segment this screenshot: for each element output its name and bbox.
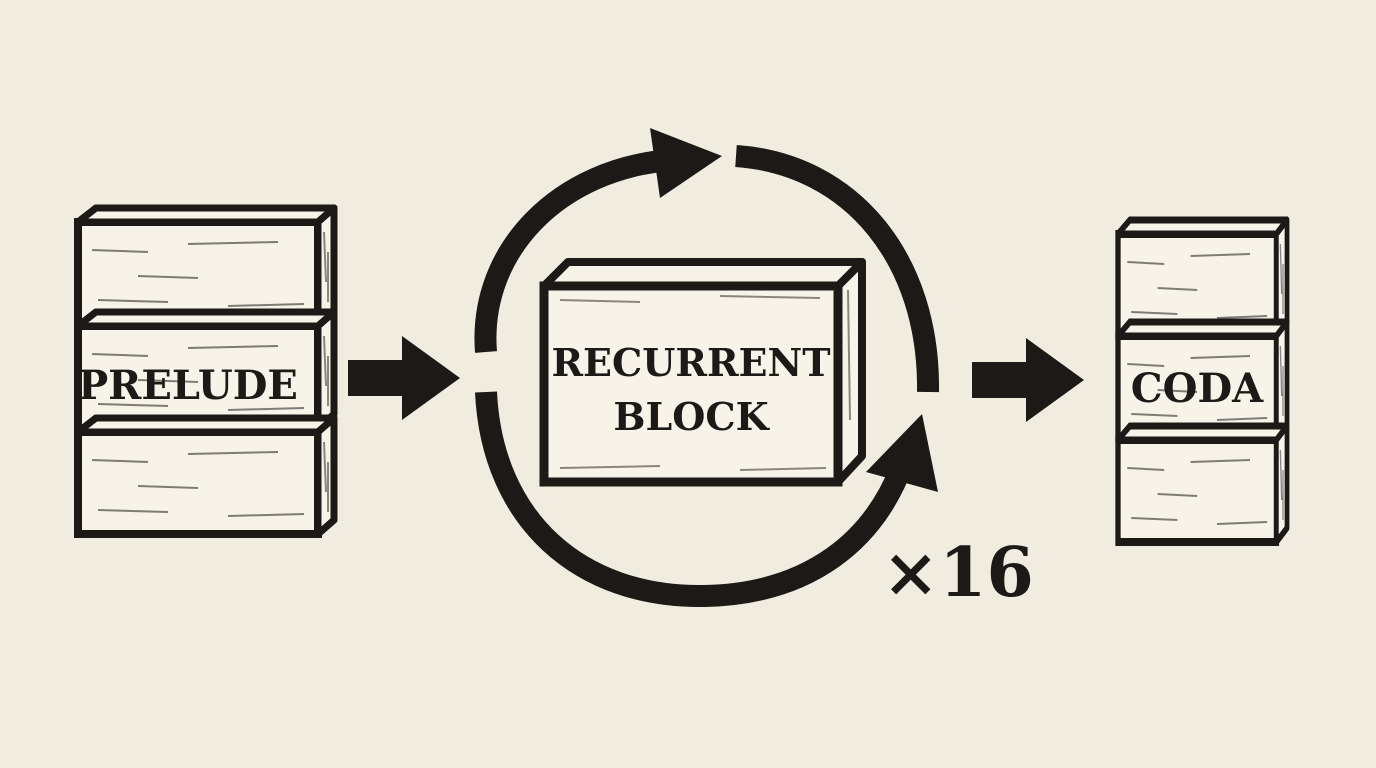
coda-label: CODA [1131, 365, 1264, 412]
recurrent-label-line2: BLOCK [613, 394, 770, 439]
loop-arc-upper-right [735, 145, 940, 393]
coda-stack: CODA [1118, 220, 1287, 542]
prelude-label: PRELUDE [78, 362, 298, 409]
recurrent-loop [474, 128, 940, 608]
loop-arrowhead-bottom [866, 414, 938, 492]
loop-arc-lower [475, 391, 915, 608]
recurrent-label-line1: RECURRENT [551, 340, 830, 385]
loop-arc-upper-left [474, 149, 673, 353]
repeat-count-label: ×16 [882, 533, 1034, 613]
recurrent-block: RECURRENT BLOCK [539, 258, 866, 487]
prelude-stack: PRELUDE [78, 208, 334, 534]
arrow-prelude-to-recurrent [348, 336, 460, 420]
loop-arrowhead-top [650, 128, 722, 198]
arrow-recurrent-to-coda [972, 338, 1084, 422]
